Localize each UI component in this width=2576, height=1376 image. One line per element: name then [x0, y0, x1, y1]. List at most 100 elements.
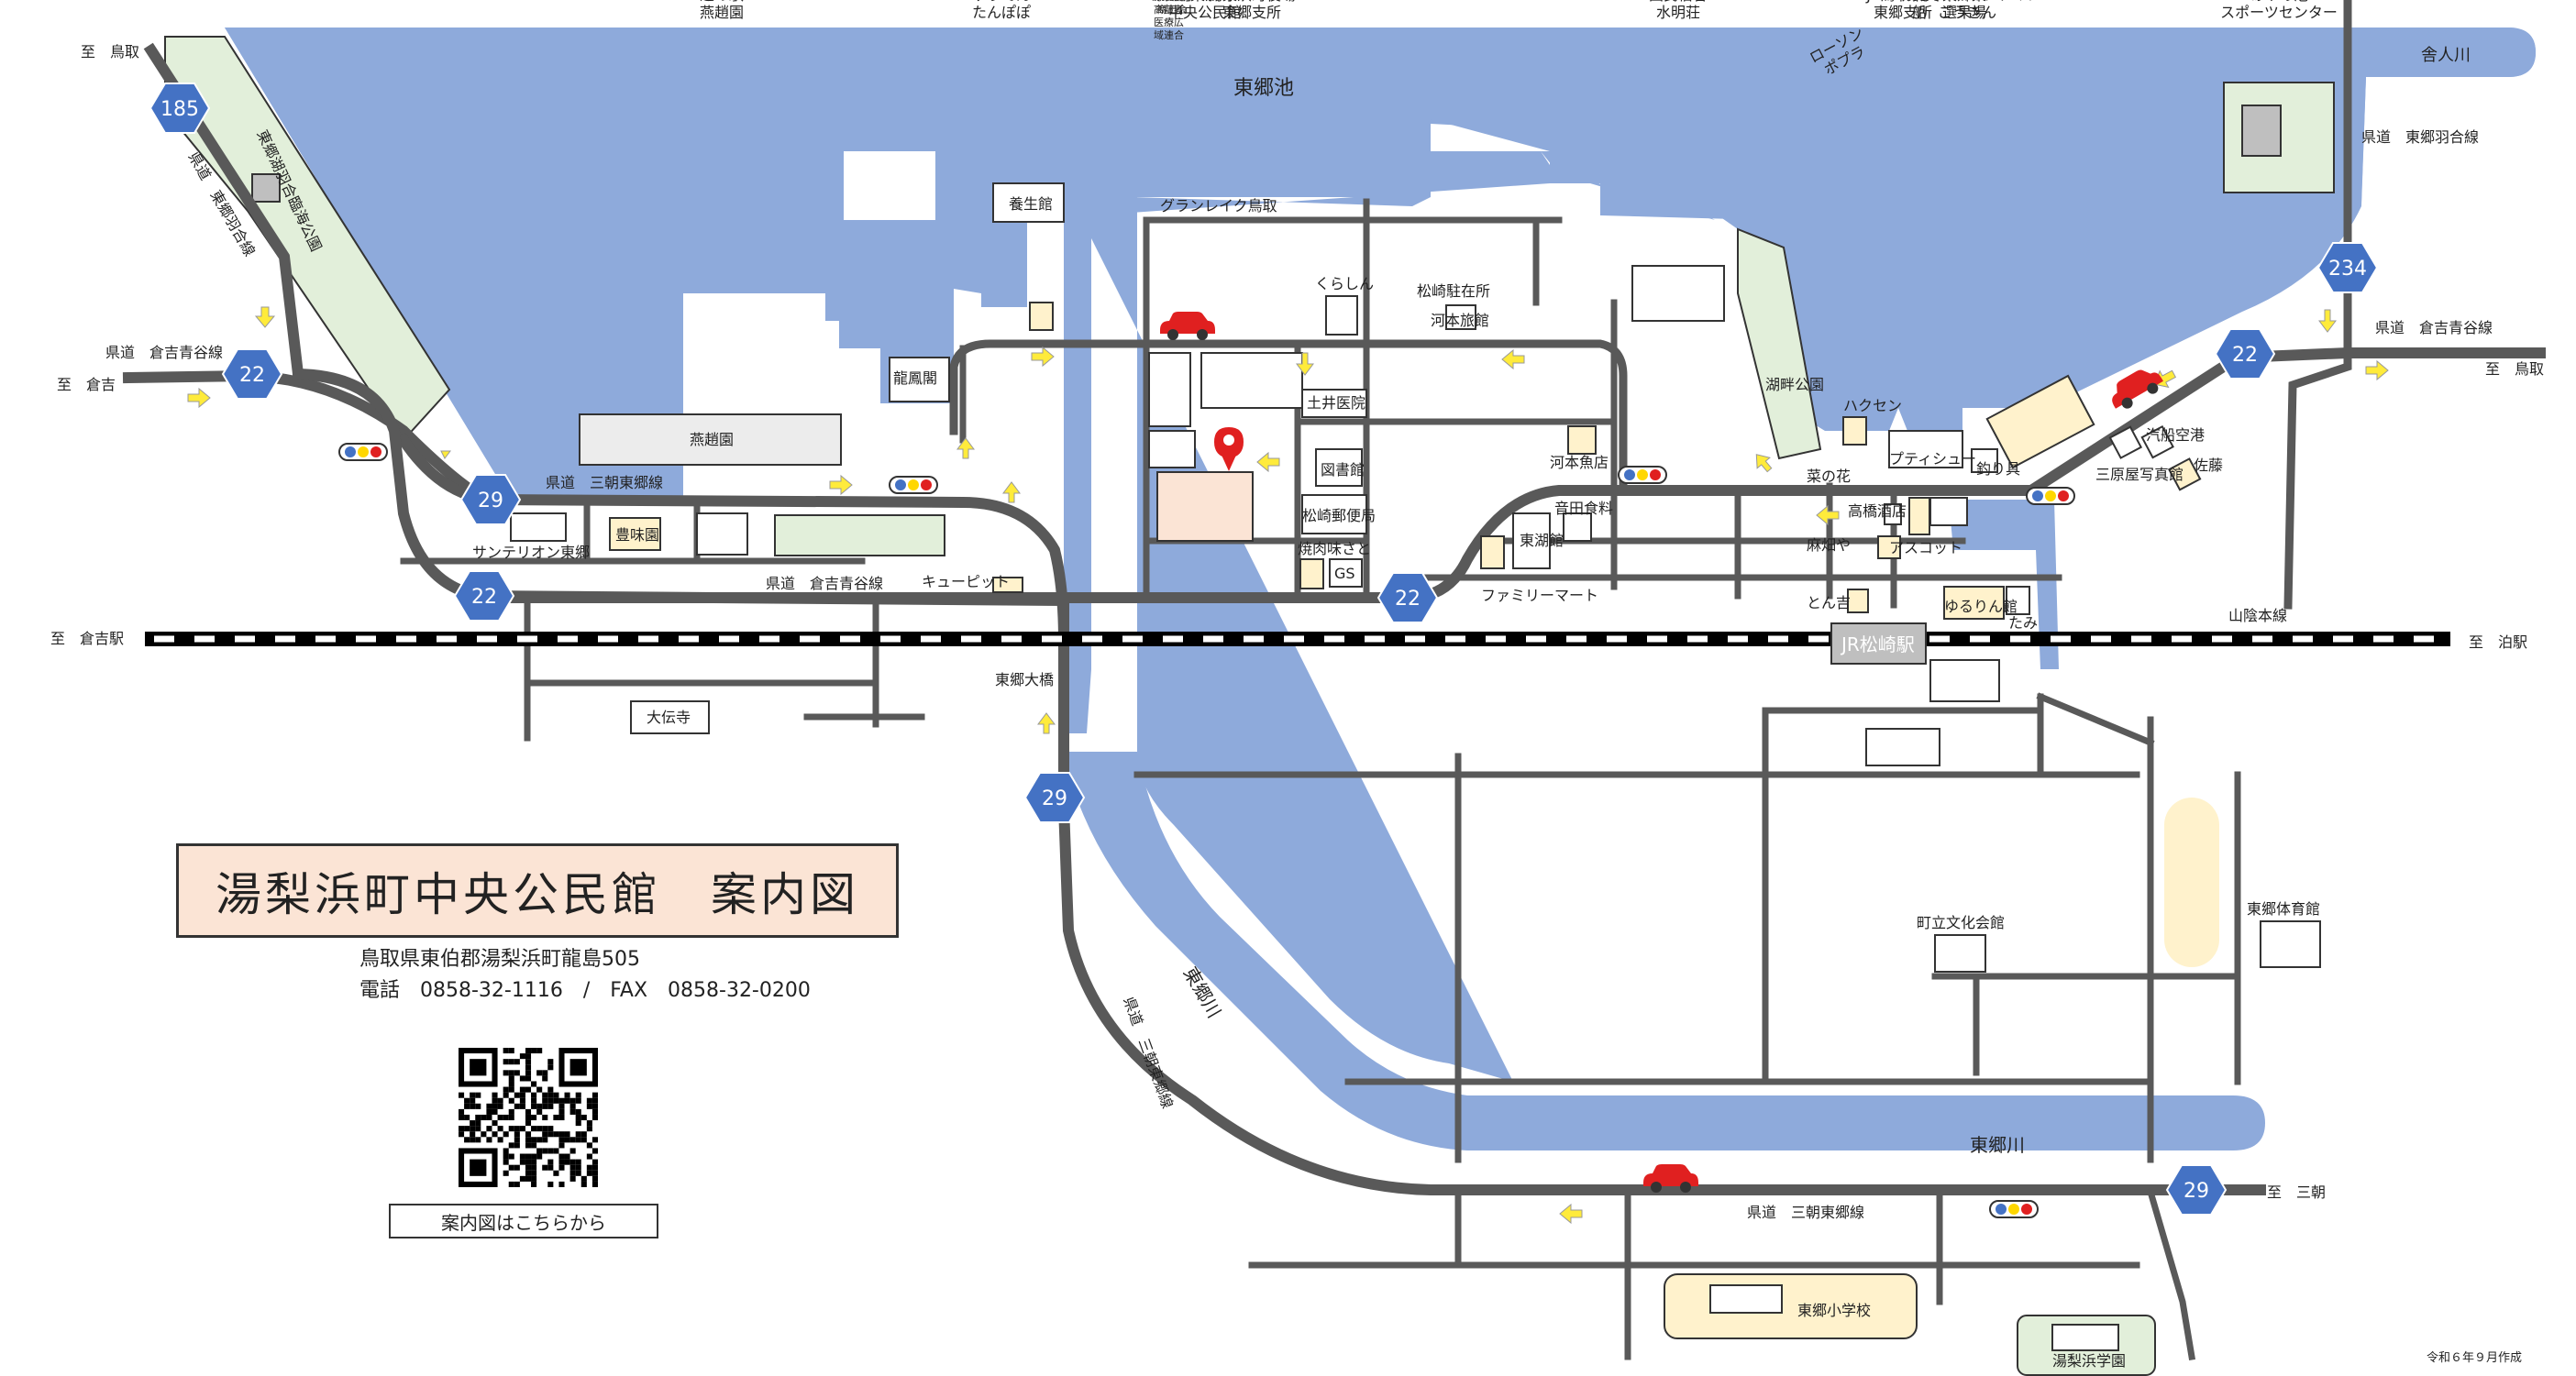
map-title: 湯梨浜町中央公民館 案内図	[176, 843, 899, 938]
building-jr-station	[1830, 622, 1927, 665]
building-otashokuryo	[1563, 512, 1592, 542]
label-kawamoto-sakana: 河本魚店	[1550, 454, 1609, 471]
address-text: 鳥取県東伯郡湯梨浜町龍島505	[359, 948, 640, 971]
label-yakinikumisato: 焼肉味さと	[1298, 540, 1371, 557]
dest-tottori-nw: 至 鳥取	[81, 43, 139, 61]
route-hexagon-icon	[221, 348, 283, 400]
route-hexagon-icon	[149, 83, 211, 134]
building-yuden	[1029, 302, 1054, 331]
building-miharashi	[2140, 424, 2174, 459]
dest-kurayoshi: 至 倉吉	[57, 376, 116, 393]
label-yuden: ゆうでんたんぽぽ	[972, 0, 1031, 21]
label-sunterion: サンテリオン東郷	[472, 544, 590, 561]
route-hexagon-icon	[2165, 1164, 2228, 1216]
label-takahashi: 高橋酒店	[1848, 502, 1907, 520]
shogakko-area	[1664, 1273, 1918, 1339]
label-petit: プティシュー	[1889, 450, 1976, 468]
direction-arrow-icon	[956, 437, 975, 459]
road-label-misasa-togo-w: 県道 三朝東郷線	[546, 474, 663, 491]
label-enshuen: 燕趙園	[690, 431, 734, 448]
building-ascot	[1877, 535, 1901, 559]
direction-arrow-icon	[187, 387, 211, 409]
label-ayameike: あやめ池スポーツセンター	[2220, 0, 2338, 21]
label-grandlake: グランレイク鳥取	[1160, 197, 1277, 215]
road-label-togo-haneda-e: 県道 東郷羽合線	[2361, 128, 2479, 146]
label-gs: GS	[1334, 565, 1355, 582]
building-misato	[1299, 558, 1324, 589]
building-sunterion	[510, 512, 567, 542]
direction-arrow-icon	[254, 306, 276, 328]
building-kisen	[2108, 425, 2143, 459]
label-yururin: ゆるりん館	[1944, 598, 2018, 615]
route-label-29w: 29	[478, 490, 503, 512]
bridge-label: 東郷大橋	[995, 671, 1054, 688]
car-icon	[1160, 312, 1215, 340]
label-michinoeki: 道の駅燕趙園	[700, 0, 744, 21]
route-label-22w: 22	[239, 364, 265, 387]
road-29-south	[1058, 595, 2206, 1195]
label-mimatsu: 美船	[1912, 0, 1927, 21]
route-label-22e: 22	[2232, 344, 2258, 367]
label-daidenji: 大伝寺	[647, 709, 691, 726]
building-tami	[2006, 586, 2030, 615]
traffic-signal-icon	[1989, 1200, 2039, 1218]
route-hexagons	[149, 83, 2379, 1216]
traffic-signal-icon	[1618, 466, 1667, 484]
building-kewpie	[992, 577, 1023, 593]
road-label-misasa-togo-se: 県道 三朝東郷線	[1747, 1204, 1864, 1221]
building-sato	[2167, 457, 2202, 491]
building-yakuba	[1200, 352, 1303, 409]
label-kisen: 汽船空港	[2146, 426, 2205, 444]
building-lawson	[1985, 374, 2095, 469]
building-daidenji	[630, 700, 710, 734]
qr-caption: 案内図はこちらから	[389, 1204, 658, 1238]
road-label-kurayoshi-aoya-e: 県道 倉吉青谷線	[2375, 319, 2493, 336]
label-yojokan: 養生館	[1009, 195, 1053, 213]
label-hakusen: ハクセン	[1843, 397, 1902, 414]
traffic-signal-icon	[338, 443, 388, 461]
building-ryuhokaku	[889, 357, 950, 402]
building-gs	[1329, 558, 1363, 588]
label-otashokuryo: 音田食料	[1554, 500, 1613, 517]
road-label-kurayoshi-aoya-c: 県道 倉吉青谷線	[766, 575, 883, 592]
direction-arrow-icon	[1559, 1203, 1583, 1225]
label-gakuen: 湯梨浜学園	[2052, 1352, 2126, 1370]
direction-arrows	[187, 306, 2389, 1225]
track-field	[2164, 798, 2219, 967]
qr-code-icon[interactable]	[459, 1048, 598, 1187]
label-bunka: 町立文化会館	[1917, 914, 2005, 931]
label-matsuzaki-chuzai: 松崎駐在所	[1417, 282, 1490, 300]
label-familymart: ファミリーマート	[1481, 587, 1598, 604]
label-nanohana: 菜の花	[1807, 468, 1851, 485]
building-tonkichi	[1847, 589, 1869, 613]
building-mimatsu	[1908, 497, 1930, 535]
direction-arrow-icon	[1501, 348, 1525, 370]
building-kawamoto-sakana	[1567, 425, 1597, 455]
building-petit	[1888, 430, 1963, 468]
car-icon	[1643, 1164, 1698, 1193]
lake-togoike-main	[225, 28, 2536, 669]
label-shogakko: 東郷小学校	[1797, 1302, 1871, 1319]
label-asakusa: 麻畑や	[1807, 536, 1851, 554]
phone-fax-text: 電話 0858-32-1116 / FAX 0858-32-0200	[359, 979, 811, 1002]
building-yubinkyoku	[1301, 494, 1367, 534]
river-togogawa-lower	[1064, 752, 2265, 1150]
lake-label: 東郷池	[1233, 77, 1294, 100]
label-doi: 土井医院	[1307, 394, 1365, 412]
route-label-29se: 29	[2184, 1180, 2209, 1203]
label-taiikukan: 東郷体育館	[2247, 900, 2320, 918]
michinoeki-green	[774, 514, 945, 556]
building-hakusen	[1842, 416, 1867, 446]
stream-matsuzaki	[1949, 500, 2059, 669]
route-label-185: 185	[160, 98, 199, 121]
shogakko-building	[1709, 1284, 1783, 1314]
railway-label: 山陰本線	[2228, 607, 2287, 624]
label-ja: JA鳥取中央東郷支所	[1865, 0, 1939, 21]
label-hoaien: 豊味園	[615, 526, 659, 544]
dest-kurayoshi-st: 至 倉吉駅	[50, 630, 124, 647]
label-kitchen-smoothie: キッチン・スムースごうきん	[1901, 0, 2032, 21]
direction-arrow-icon	[1002, 481, 1021, 503]
traffic-signals	[338, 443, 2075, 1218]
direction-arrow-icon	[1755, 454, 1773, 473]
created-date: 令和６年９月作成	[2427, 1351, 2523, 1365]
